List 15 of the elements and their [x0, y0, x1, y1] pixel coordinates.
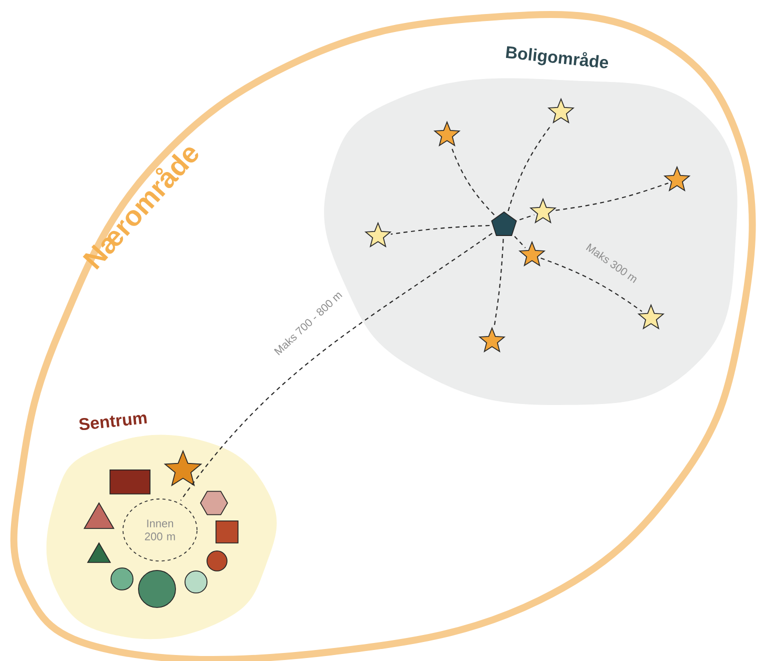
dashed-line [540, 258, 642, 312]
circle-icon [184, 570, 208, 594]
rectangle-icon [110, 470, 150, 494]
circle-icon [138, 570, 176, 608]
rectangle-icon [216, 520, 238, 544]
node-label: Boligområde [506, 46, 608, 68]
dashed-line [494, 238, 504, 328]
dashed-line [514, 236, 526, 248]
dashed-line [390, 224, 490, 235]
dashed-line [180, 232, 492, 501]
dashed-line [519, 214, 534, 220]
dashed-line [508, 125, 552, 212]
node-label: Sentrum [79, 414, 147, 430]
circle-icon [110, 568, 134, 590]
circle-icon [206, 550, 228, 572]
